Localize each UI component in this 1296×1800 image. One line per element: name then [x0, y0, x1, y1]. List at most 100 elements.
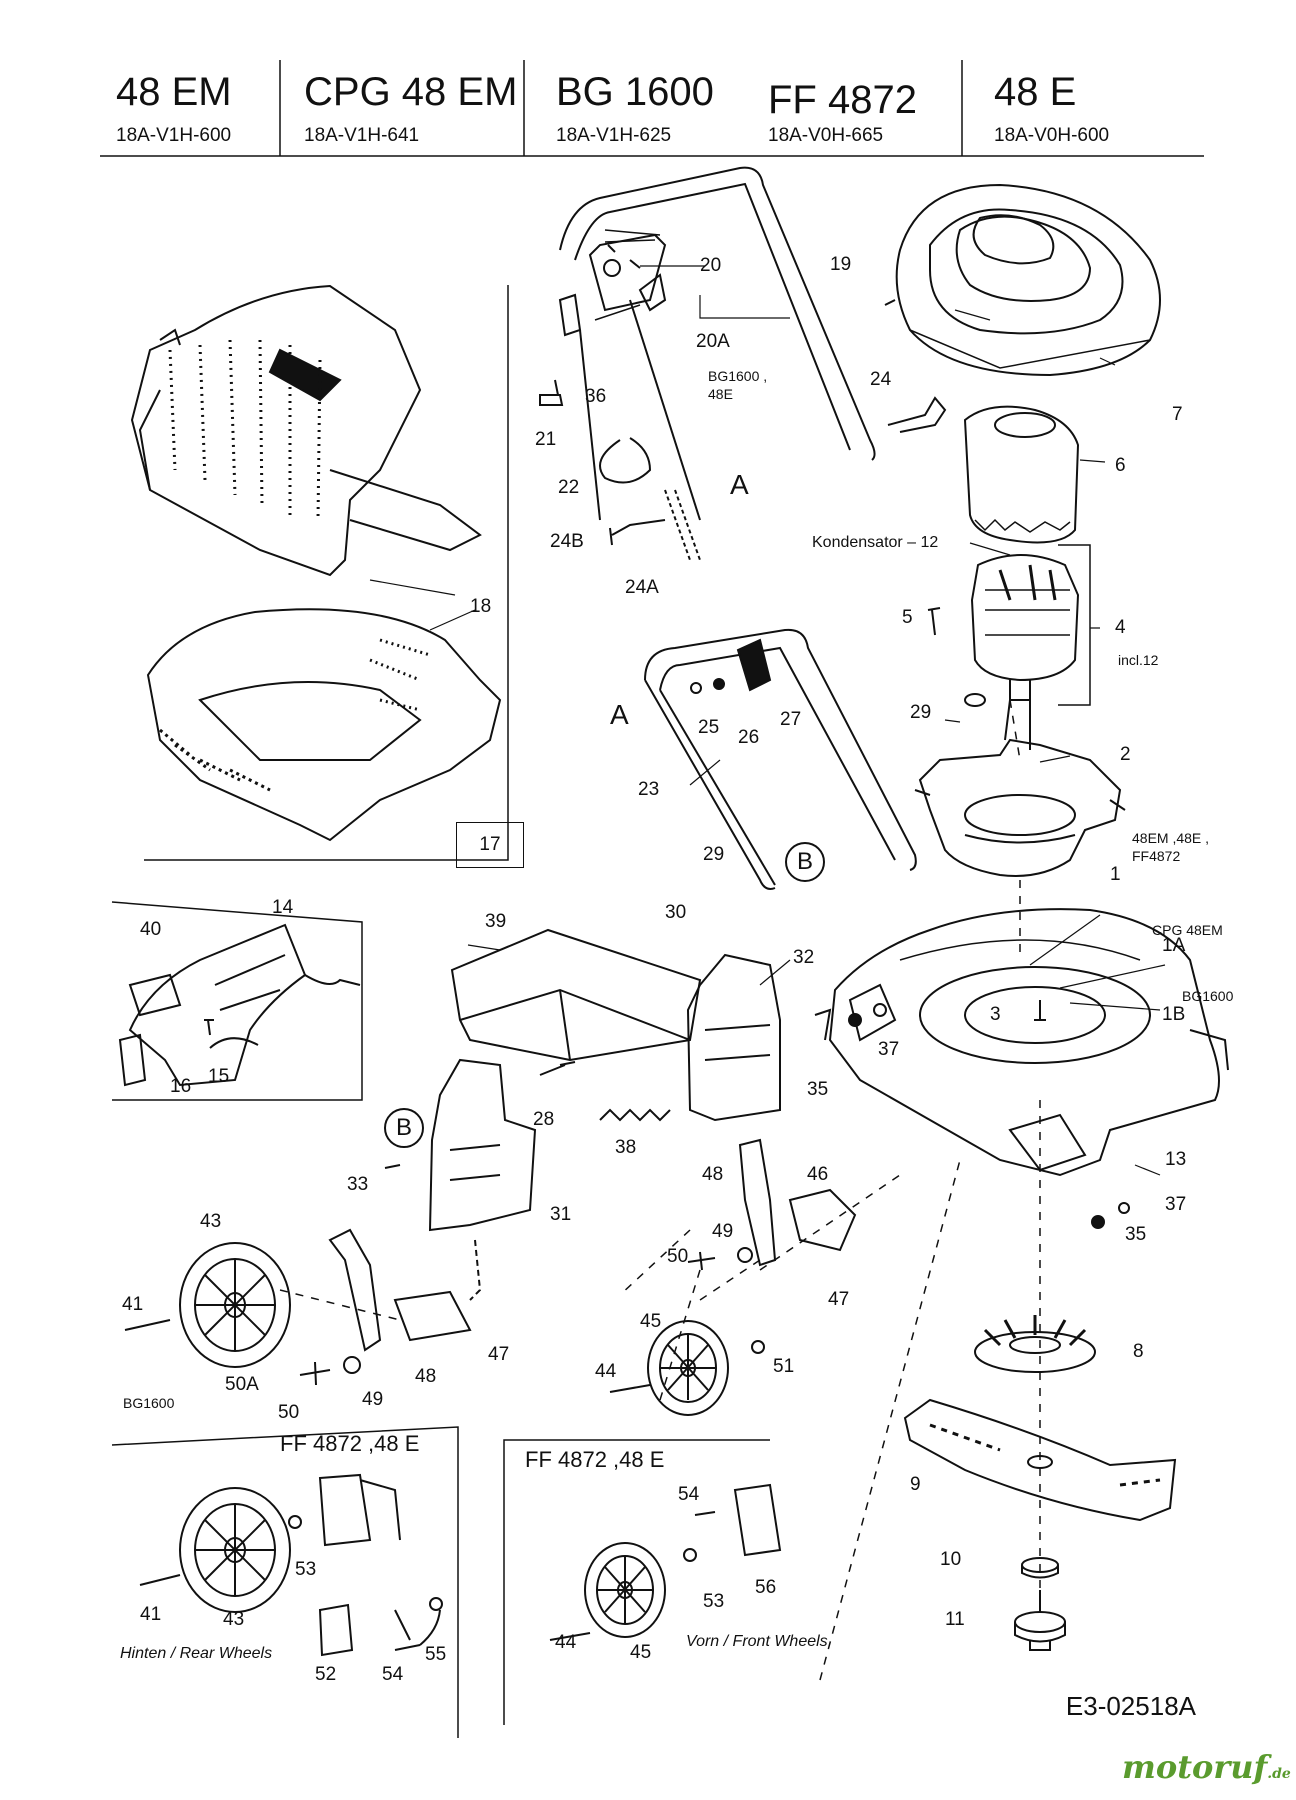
side-deflector	[118, 923, 361, 1087]
bracket-31	[428, 1058, 537, 1301]
caption-front-wheels: Vorn / Front Wheels	[686, 1633, 828, 1650]
motor	[970, 544, 1091, 706]
bolt-28	[539, 1061, 576, 1076]
label-part-10: 10	[940, 1549, 962, 1570]
label-part-39: 39	[485, 911, 507, 932]
brand-tld: .de	[1267, 1766, 1291, 1782]
label-part-52: 52	[315, 1664, 337, 1685]
rear-wheel-43	[124, 1242, 291, 1368]
label-part-48: 48	[415, 1366, 437, 1387]
label-part-6: 6	[1115, 455, 1126, 476]
label-part-35-lower: 35	[1125, 1224, 1147, 1245]
model-name: CPG 48 EM	[304, 70, 518, 114]
brand-name: motoruf	[1122, 1748, 1268, 1786]
motor-base	[914, 699, 1126, 877]
model-code: 18A-V0H-600	[994, 125, 1110, 146]
model-code: 18A-V1H-625	[556, 125, 672, 146]
cooling-fan	[974, 1315, 1096, 1373]
header-rules	[100, 60, 1204, 157]
label-part-48-front: 48	[702, 1164, 724, 1185]
label-part-22: 22	[558, 477, 580, 498]
label-part-33: 33	[347, 1174, 369, 1195]
label-part-56: 56	[755, 1577, 777, 1598]
label-part-3: 3	[990, 1004, 1001, 1025]
label-part-27: 27	[780, 709, 802, 730]
label-part-45-front: 45	[630, 1642, 652, 1663]
bolt-24	[887, 396, 947, 433]
bolt-50	[687, 1251, 716, 1271]
label-part-1a: 1A	[1162, 935, 1186, 956]
screw-5	[927, 607, 941, 636]
label-part-54-front: 54	[678, 1484, 700, 1505]
label-part-17: 17	[456, 822, 524, 868]
drawing-code: E3-02518A	[1065, 1691, 1196, 1721]
label-part-28: 28	[533, 1109, 555, 1130]
rear-wheel-variant	[139, 1473, 443, 1657]
label-part-37: 37	[878, 1039, 900, 1060]
label-part-46: 46	[807, 1164, 829, 1185]
label-part-44: 44	[595, 1361, 617, 1382]
discharge-flap	[450, 928, 702, 1062]
label-part-5: 5	[902, 607, 913, 628]
label-part-53: 53	[295, 1559, 317, 1580]
label-part-50a: 50A	[225, 1374, 259, 1395]
cable-clip-22	[599, 437, 652, 484]
label-part-11: 11	[945, 1609, 965, 1630]
label-part-24a: 24A	[625, 577, 659, 598]
label-part-41-rear: 41	[140, 1604, 162, 1625]
grass-bag-base	[146, 608, 502, 842]
label-part-44-front: 44	[555, 1632, 577, 1653]
nut-35-deck	[848, 1013, 862, 1027]
lower-handle	[644, 628, 917, 890]
brand-logo[interactable]: motoruf.de	[1122, 1748, 1291, 1786]
label-part-38: 38	[615, 1137, 637, 1158]
label-part-8: 8	[1133, 1341, 1144, 1362]
label-part-35: 35	[807, 1079, 829, 1100]
model-code: 18A-V1H-641	[304, 125, 420, 146]
label-part-50-front: 50	[667, 1246, 689, 1267]
note-part-1-models: 48EM ,48E ,	[1132, 830, 1210, 846]
label-part-50: 50	[278, 1402, 300, 1423]
reference-a-upper: A	[730, 469, 749, 500]
model-name: 48 E	[994, 70, 1077, 114]
label-part-1b: 1B	[1162, 1004, 1186, 1025]
washer-49-rear	[343, 1356, 361, 1374]
label-part-20a: 20A	[696, 331, 730, 352]
label-part-14: 14	[272, 897, 294, 918]
bolt-24b	[609, 519, 666, 546]
bracket-32	[686, 953, 781, 1122]
reference-a-lower: A	[610, 699, 629, 730]
model-cpg48em: CPG 48 EM 18A-V1H-641	[304, 70, 517, 148]
label-part-55: 55	[425, 1644, 447, 1665]
mower-deck	[814, 908, 1229, 1177]
label-part-31: 31	[550, 1204, 572, 1225]
label-part-29-motor: 29	[910, 702, 932, 723]
section-title-front-wheels: FF 4872 ,48 E	[525, 1447, 665, 1472]
label-part-36: 36	[585, 386, 607, 407]
label-part-51: 51	[773, 1356, 795, 1377]
note-bg1600-48e: BG1600 ,	[708, 368, 768, 384]
nut-37-deck	[873, 1003, 887, 1017]
label-part-45: 45	[640, 1311, 662, 1332]
nut-37-lower	[1118, 1202, 1130, 1214]
deflector-frame	[111, 901, 363, 1101]
label-part-19: 19	[830, 254, 852, 275]
washer-49	[737, 1247, 753, 1263]
front-wheels-frame	[503, 1439, 770, 1725]
label-part-9: 9	[910, 1474, 921, 1495]
note-part-1a-model: CPG 48EM	[1152, 922, 1223, 938]
label-part-43: 43	[200, 1211, 222, 1232]
label-part-53-front: 53	[703, 1591, 725, 1612]
washer-51	[751, 1340, 765, 1354]
label-part-43-rear: 43	[223, 1609, 245, 1630]
note-part-1b-model: BG1600	[1182, 988, 1234, 1004]
label-part-24b: 24B	[550, 531, 584, 552]
bolt-24a	[664, 489, 701, 561]
label-part-30: 30	[665, 902, 687, 923]
model-name: BG 1600	[556, 70, 714, 114]
model-bg1600: BG 1600 18A-V1H-625	[556, 70, 714, 148]
label-part-49: 49	[362, 1389, 384, 1410]
